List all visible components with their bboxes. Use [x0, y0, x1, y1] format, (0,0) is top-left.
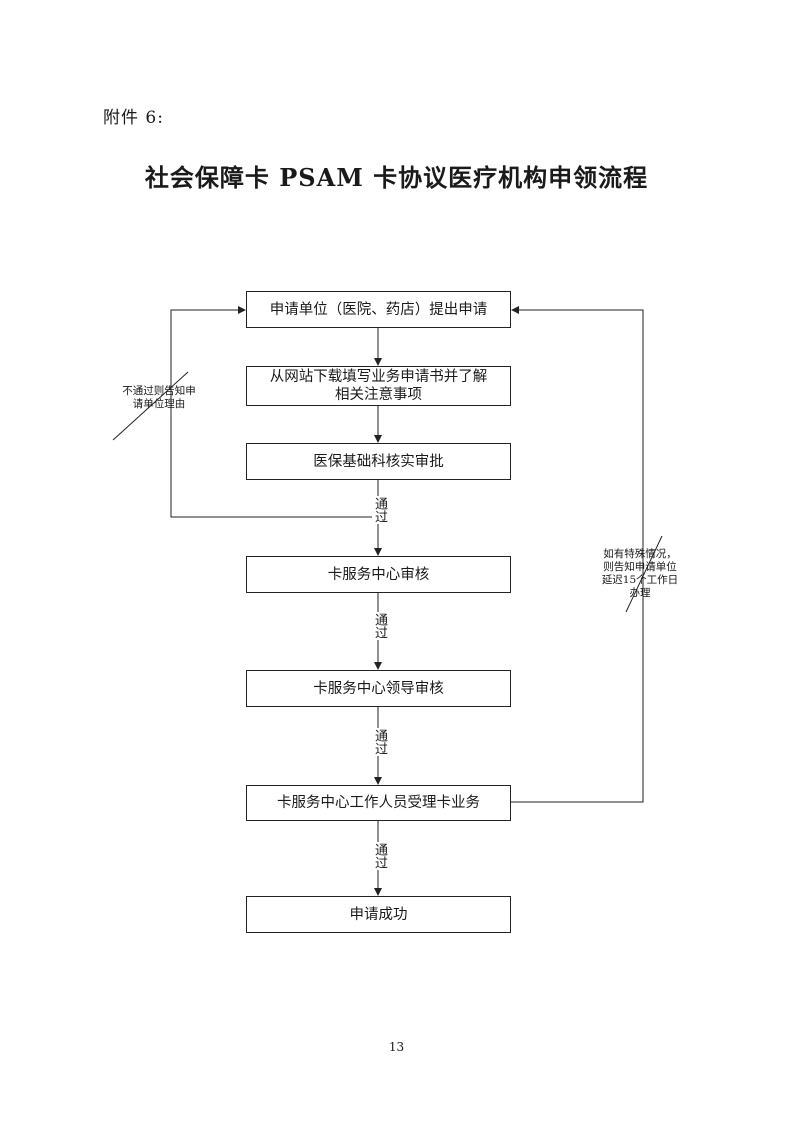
special-note-line4: 办理 [629, 587, 651, 599]
step-download-line1: 从网站下载填写业务申请书并了解 [269, 369, 488, 385]
step-center-review: 卡服务中心审核 [246, 556, 511, 593]
reject-note: 不通过则告知申 请单位理由 [118, 385, 200, 411]
step-medical-review: 医保基础科核实审批 [246, 443, 511, 480]
step-medical-review-label: 医保基础科核实审批 [313, 453, 444, 470]
special-note-line1: 如有特殊情况， [603, 548, 677, 560]
pass-label: 通过 [372, 612, 387, 640]
special-note-line2: 则告知申请单位 [603, 561, 677, 573]
step-download-line2: 相关注意事项 [335, 387, 422, 403]
step-success: 申请成功 [246, 896, 511, 933]
step-center-review-label: 卡服务中心审核 [327, 566, 430, 583]
special-case-loop-line [511, 306, 644, 803]
note-slash-left [112, 371, 189, 441]
pass-label: 通过 [372, 496, 387, 524]
step-staff-accept-label: 卡服务中心工作人员受理卡业务 [277, 795, 480, 811]
pass-label: 通过 [372, 842, 387, 870]
page-title: 社会保障卡 PSAM 卡协议医疗机构申领流程 [144, 163, 649, 192]
special-note-line3: 延迟15个工作日 [601, 574, 679, 586]
step-leader-review: 卡服务中心领导审核 [246, 670, 511, 707]
page-number: 13 [388, 1040, 405, 1054]
step-staff-accept: 卡服务中心工作人员受理卡业务 [246, 785, 511, 821]
step-apply-label: 申请单位（医院、药店）提出申请 [269, 301, 488, 318]
special-case-note: 如有特殊情况， 则告知申请单位 延迟15个工作日 办理 [588, 548, 692, 600]
step-download-form: 从网站下载填写业务申请书并了解 相关注意事项 [246, 366, 511, 406]
pass-label: 通过 [372, 728, 387, 756]
step-success-label: 申请成功 [349, 906, 408, 923]
reject-note-line1: 不通过则告知申 [122, 385, 196, 397]
note-slash-right [625, 535, 663, 613]
attachment-label: 附件 6: [103, 108, 164, 128]
step-apply: 申请单位（医院、药店）提出申请 [246, 291, 511, 328]
reject-note-line2: 请单位理由 [132, 398, 186, 410]
reject-loop-line [170, 306, 378, 518]
step-leader-review-label: 卡服务中心领导审核 [313, 680, 444, 697]
